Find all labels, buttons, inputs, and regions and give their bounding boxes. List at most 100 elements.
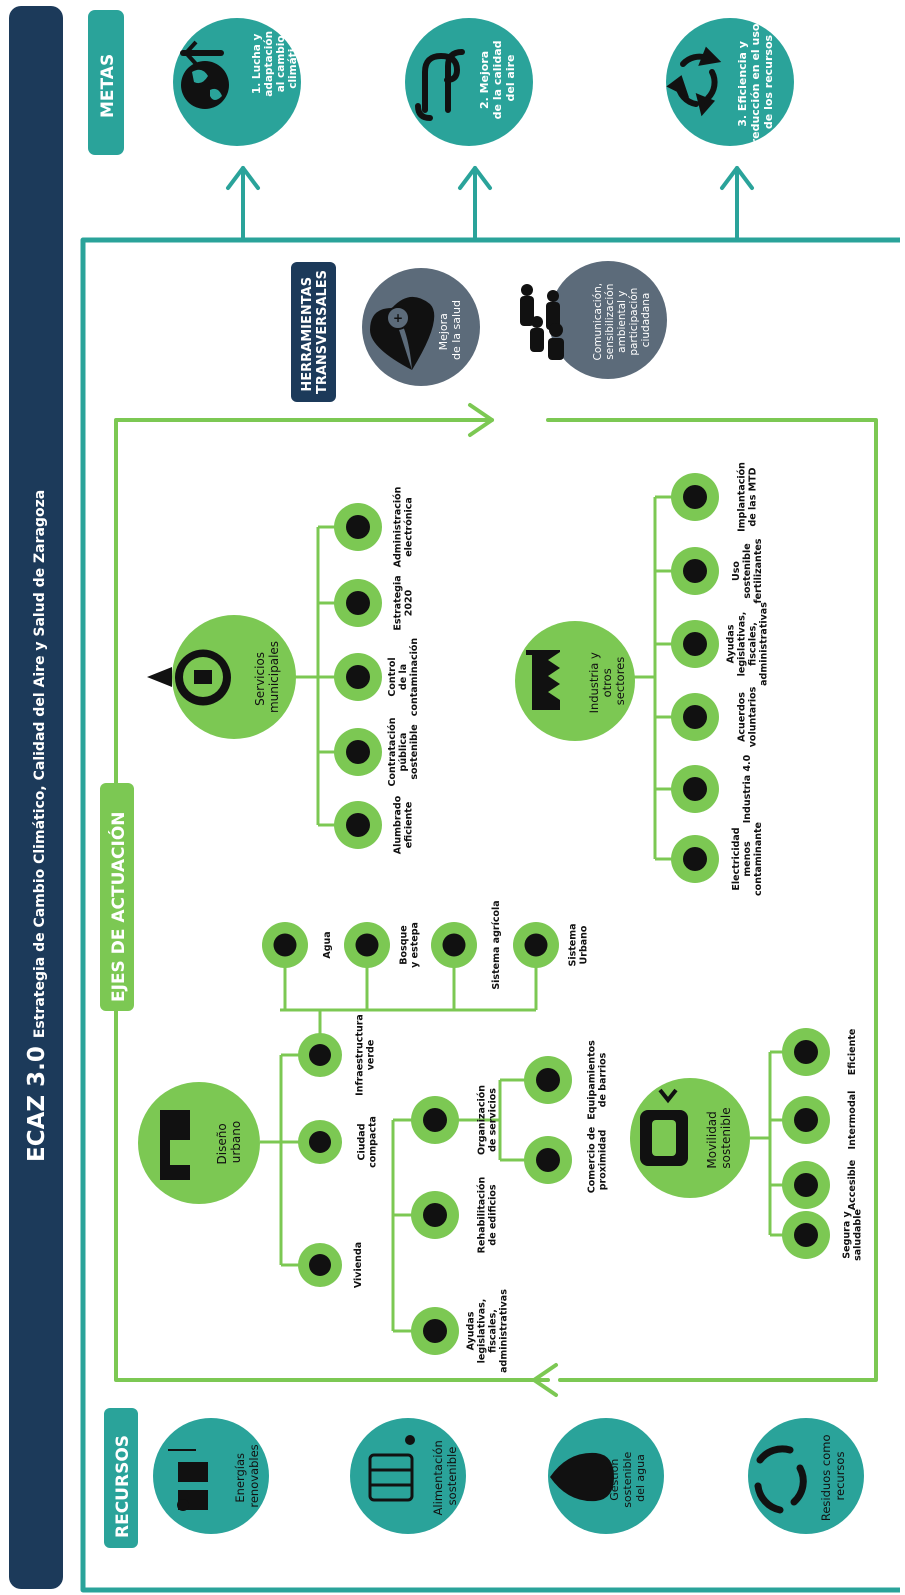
bicycle-node: Segura ysaludable [782,1209,864,1261]
node-label: SistemaUrbano [568,923,590,966]
lifebuoy-node: Ayudaslegislativas,fiscales,administrati… [411,1289,510,1373]
node-label: Accesible [847,1160,858,1210]
node-label: Electricidadmenoscontaminante [731,822,764,896]
municipal-pin-icon [147,649,231,706]
recurso-energias-label: Energías renovables [233,1444,261,1507]
svg-text:+: + [393,311,403,325]
node-label: Estrategia2020 [393,575,415,630]
at-smiley-icon [346,515,370,539]
node-label: Industria 4.0 [742,754,753,823]
lightning-icon [794,1040,818,1064]
food-basket-icon [368,1453,414,1502]
people-group-icon [520,284,564,360]
meta-2: 2. Mejora de la calidad del aire [405,18,533,146]
city-block-node: Ciudadcompacta [298,1116,379,1168]
lifebuoy-node: Ayudaslegislativas,fiscales,administrati… [671,602,770,686]
pollution-cloud-icon [346,665,370,689]
shop-icon [536,1148,560,1172]
metas-arrows [226,166,754,240]
building-renovation-node: Rehabilitaciónde edificios [411,1176,499,1253]
recurso-agua-label: Gestión sostenible del agua [608,1448,647,1508]
lightning-node: Eficiente [782,1028,858,1076]
movilidad-sostenible: Movilidad sostenible [630,1050,790,1237]
factory-icon [526,650,560,710]
e2020-node: Estrategia2020 [334,575,415,631]
movilidad-label: Movilidad sostenible [705,1107,733,1168]
person-plant-icon [346,740,370,764]
recurso-alimentacion-label: Alimentación sostenible [431,1437,459,1516]
diseno-urbano: Diseño urbano [138,967,538,1333]
fertilizer-bag-icon [683,559,707,583]
street-lamp-node: Alumbradoeficiente [334,795,415,854]
meta-1: 1. Lucha y adaptación al cambio climátic… [173,18,301,146]
park-bench-icon [524,933,548,957]
herramientas-tab [291,262,336,402]
gear-node: Implantaciónde las MTD [671,462,759,532]
pollution-cloud-node: Controlde lacontaminación [334,638,420,717]
apartment-node: Vivienda [298,1242,364,1288]
page-title: ECAZ 3.0Estrategia de Cambio Climático, … [24,490,50,1162]
recycle-arrows-icon [666,46,722,117]
title-bar [9,6,63,1589]
node-label: Comercio deproximidad [587,1127,609,1194]
ejes-label: EJES DE ACTUACIÓN [107,811,129,1002]
plant-field-icon [442,933,466,957]
gear-icon [683,485,707,509]
bus-icon [794,1108,818,1132]
ejes-tab [100,783,134,1011]
plant-field-node: Sistema agrícola [431,900,502,990]
node-label: Administraciónelectrónica [393,486,415,567]
services-building-icon [423,1108,447,1132]
forest-icon [355,933,379,957]
meta-3: 3. Eficiencia y reducción en el uso de l… [666,18,794,146]
node-label: Intermodal [847,1091,858,1150]
node-label: Alumbradoeficiente [393,795,415,854]
tram-icon [640,1088,688,1166]
servicios-municipales: Servicios municipales [147,525,337,827]
at-smiley-node: Administraciónelectrónica [334,486,415,567]
water-icon [273,933,297,957]
herramienta-comunicacion-label: Comunicación, sensibilización ambiental … [592,280,652,361]
node-label: Bosquey estepa [399,922,421,968]
fertilizer-bag-node: Usososteniblefertilizantes [671,538,764,603]
recursos-label: RECURSOS [113,1435,133,1538]
playground-icon [536,1068,560,1092]
network-hub-icon [683,777,707,801]
wheelchair-icon [794,1173,818,1197]
bicycle-icon [794,1223,818,1247]
handshake-icon [683,705,707,729]
node-label: Controlde lacontaminación [387,638,420,717]
water-drop-icon [550,1452,614,1502]
wheelchair-node: Accesible [782,1160,858,1210]
teal-frame [80,237,900,1593]
park-bench-node: SistemaUrbano [513,922,590,968]
node-label: Acuerdosvoluntarios [737,686,759,747]
tree-icon [309,1044,331,1066]
services-building-node: Organizaciónde servicios [411,1085,499,1155]
city-block-icon [309,1131,331,1153]
recurso-energias: Energías renovables [153,1418,269,1534]
recurso-residuos: Residuos como recursos [748,1418,864,1534]
node-label: Implantaciónde las MTD [737,462,759,532]
servicios-label: Servicios municipales [253,641,281,713]
e2020-icon [346,591,370,615]
herramientas-label: HERRAMIENTAS TRANSVERSALES [300,270,330,394]
industria-label: Industria y otros sectores [587,649,627,714]
lifebuoy-icon [683,632,707,656]
lifebuoy-icon [423,1319,447,1343]
network-hub-node: Industria 4.0 [671,754,753,823]
recursos-tab [104,1408,138,1548]
node-label: Usososteniblefertilizantes [731,538,764,603]
node-label: Ciudadcompacta [357,1116,379,1168]
handshake-node: Acuerdosvoluntarios [671,686,759,747]
building-renovation-icon [423,1203,447,1227]
leaf-icon [683,847,707,871]
bus-node: Intermodal [782,1091,858,1150]
person-plant-node: Contrataciónpúblicasostenible [334,717,420,787]
forest-node: Bosquey estepa [344,922,421,968]
node-label: Equipamientosde barrios [587,1040,609,1120]
buildings-icon [160,1110,190,1180]
air-flow-icon [415,49,465,121]
